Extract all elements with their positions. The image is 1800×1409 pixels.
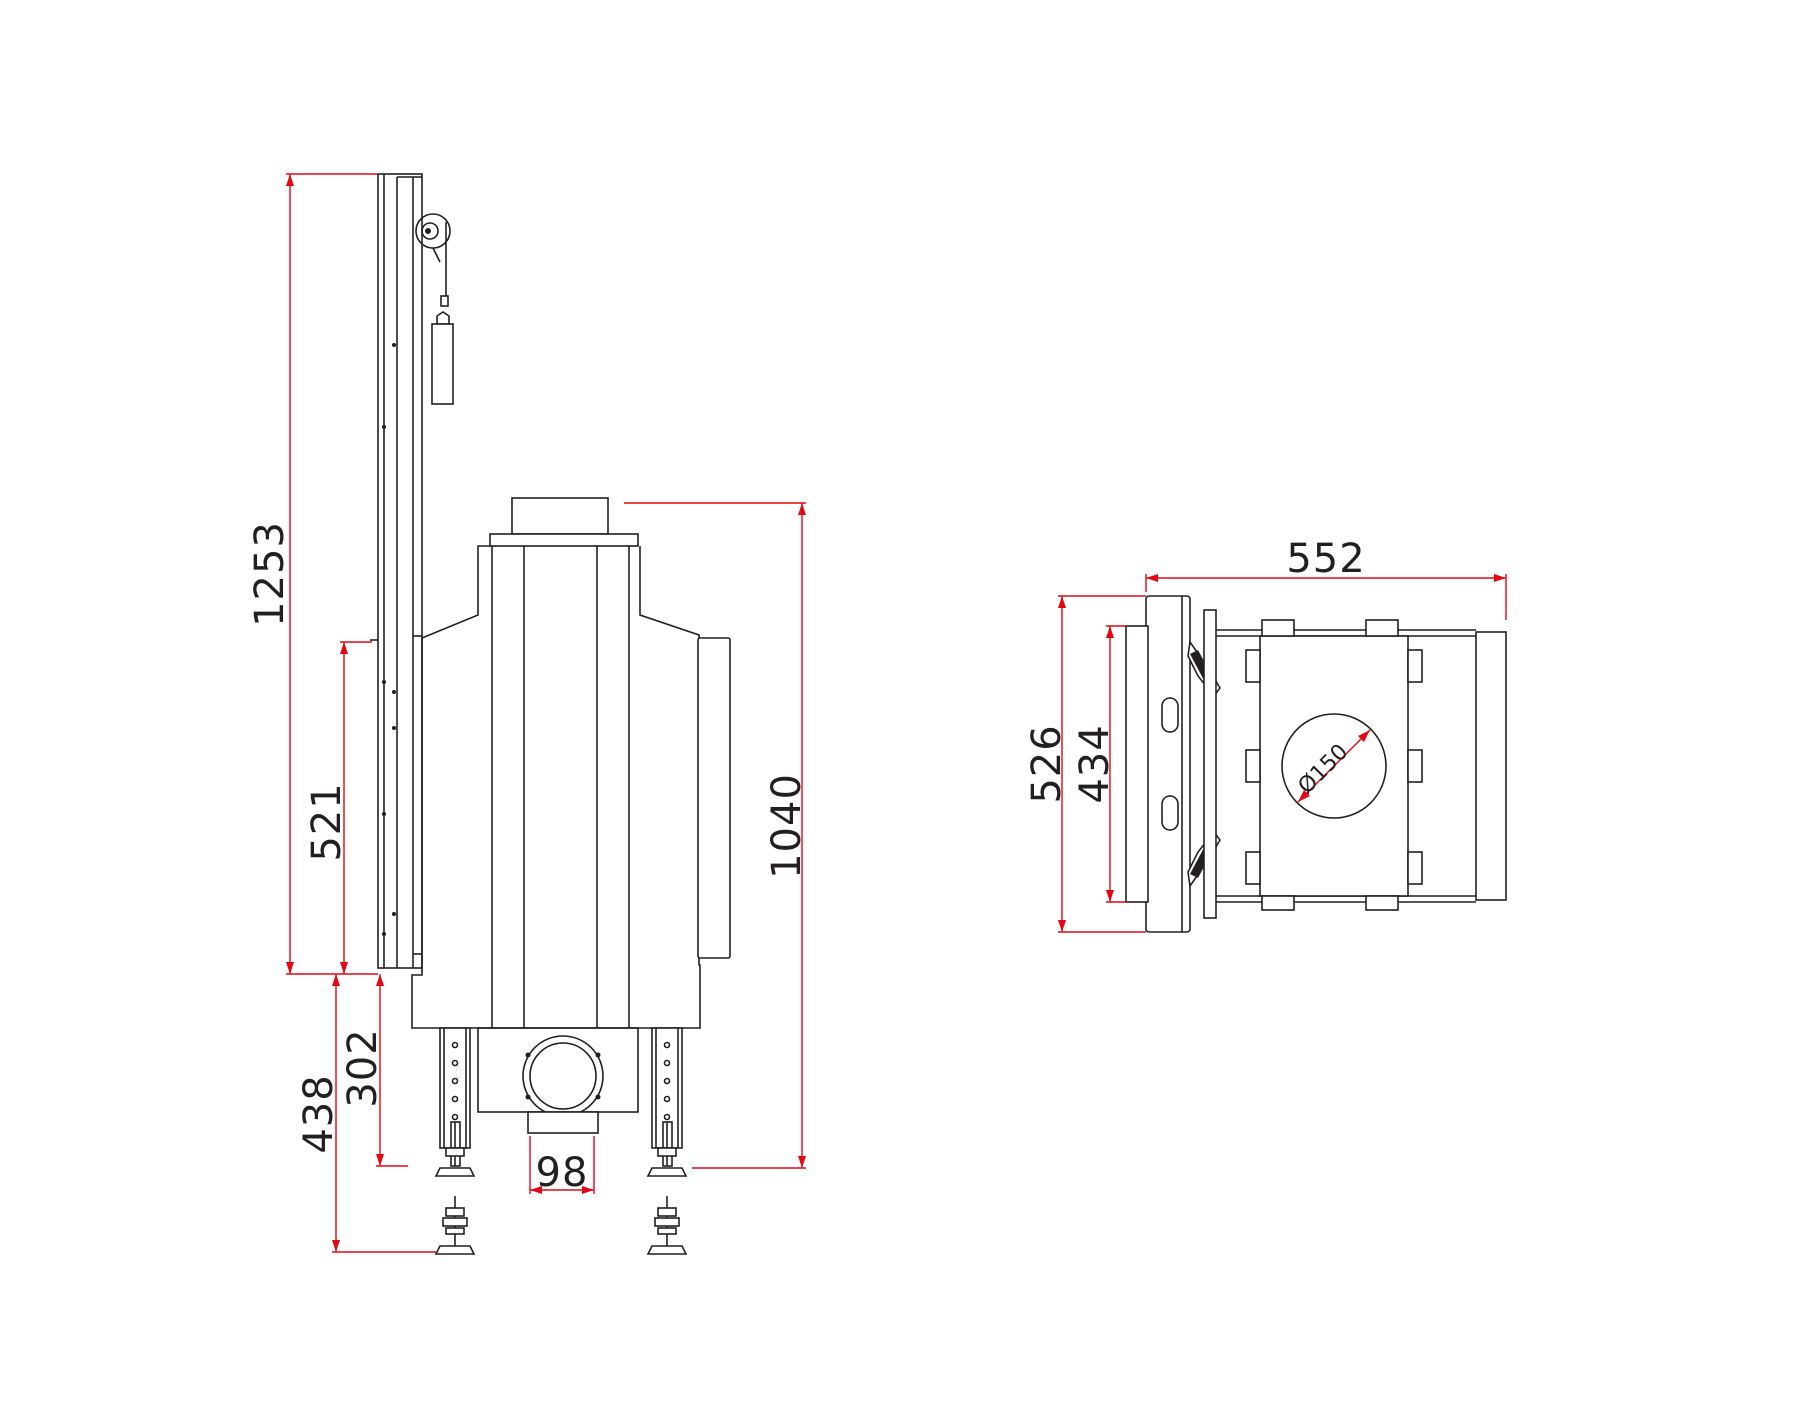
leg-right	[646, 1027, 688, 1177]
label-total-height: 1253	[247, 521, 293, 627]
dimension-door-height: 521	[304, 641, 372, 974]
dimension-inner-depth: 434	[1072, 625, 1126, 903]
dimension-width: 552	[1145, 536, 1507, 620]
label-body-height: 1040	[764, 773, 810, 879]
dimension-bottom-outlet: 98	[529, 1136, 595, 1196]
counterweight-pulley	[415, 213, 454, 405]
top-glass-plate	[1203, 609, 1217, 919]
label-width: 552	[1286, 536, 1365, 582]
bolt-left	[434, 1196, 476, 1255]
dimension-leg-max: 438	[296, 974, 436, 1253]
leg-bolts	[434, 1196, 688, 1255]
label-leg-height: 302	[340, 1028, 386, 1107]
label-bottom-outlet: 98	[536, 1150, 589, 1196]
dimension-depth: 526	[1024, 595, 1146, 933]
dimension-body-height: 1040	[624, 502, 810, 1169]
top-box-body	[1216, 619, 1507, 911]
door-frame	[370, 173, 423, 969]
dimension-leg-height: 302	[340, 974, 408, 1167]
top-view: 552 526 434 Ø150	[1024, 536, 1507, 933]
dimension-total-height: 1253	[247, 173, 378, 975]
bolt-right	[646, 1196, 688, 1255]
front-view: 1253 521 438 302	[247, 173, 810, 1255]
firebox-body	[411, 497, 731, 1134]
label-inner-depth: 434	[1072, 724, 1118, 803]
label-depth: 526	[1024, 724, 1070, 803]
label-leg-max-height: 438	[296, 1074, 342, 1153]
label-door-height: 521	[304, 782, 350, 861]
leg-left	[434, 1027, 476, 1177]
adjustable-legs	[434, 1027, 688, 1177]
